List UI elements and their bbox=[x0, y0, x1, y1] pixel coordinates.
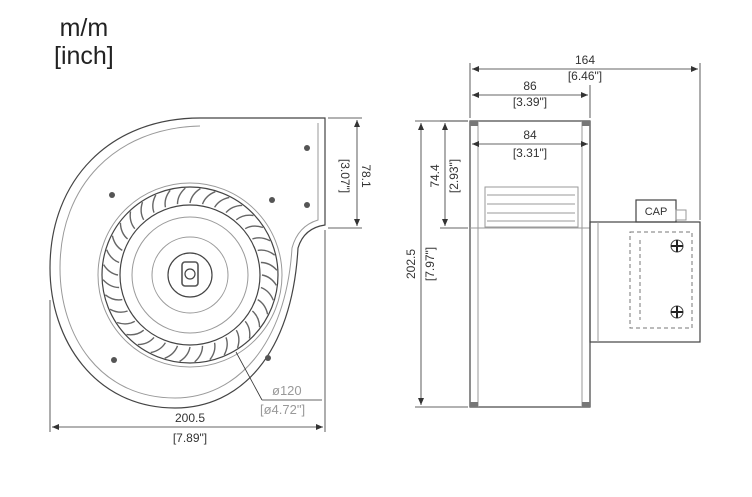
mount-hole bbox=[269, 197, 275, 203]
units-legend: m/m [inch] bbox=[54, 14, 114, 70]
motor-face bbox=[131, 216, 249, 334]
outlet-hole bbox=[304, 202, 310, 208]
impeller-blade bbox=[251, 310, 261, 328]
unit-metric: m/m bbox=[59, 14, 109, 42]
motor-hub-ring bbox=[151, 236, 229, 314]
impeller-blade bbox=[126, 329, 145, 336]
mounting-plate bbox=[97, 182, 283, 368]
capacitor-label: CAP bbox=[645, 206, 668, 218]
front-view: 200.5 [7.89"] 78.1 [3.07"] ø120 [ø4.72"] bbox=[49, 117, 373, 445]
terminal-top bbox=[670, 239, 684, 253]
inlet-grille bbox=[484, 186, 579, 228]
dim-outlet-height-inch: [3.07"] bbox=[338, 159, 352, 193]
impeller-blade bbox=[260, 286, 274, 301]
impeller-blade bbox=[140, 201, 145, 221]
impeller-blade bbox=[201, 191, 216, 205]
impeller-blade bbox=[223, 337, 228, 356]
impeller-blade bbox=[150, 342, 167, 354]
motor-body bbox=[589, 221, 701, 343]
dim-outlet-depth-mm: 74.4 bbox=[428, 164, 442, 188]
dim-inlet-width-mm: 84 bbox=[523, 128, 537, 142]
impeller-blade bbox=[109, 308, 128, 313]
dim-height-inch: [7.97"] bbox=[423, 247, 437, 281]
dim-width-inch: [7.89"] bbox=[173, 431, 207, 445]
mount-hole bbox=[109, 192, 115, 198]
impeller-blade bbox=[103, 264, 119, 276]
impeller-blade bbox=[244, 320, 251, 339]
impeller-blade bbox=[213, 196, 230, 208]
impeller-blade bbox=[209, 342, 216, 361]
impeller-blade bbox=[260, 261, 278, 271]
impeller-blade bbox=[235, 329, 240, 349]
impeller-blade bbox=[252, 237, 271, 242]
impeller-blade bbox=[116, 320, 136, 325]
unit-imperial: [inch] bbox=[54, 42, 114, 70]
impeller-outer-ring bbox=[101, 186, 279, 364]
impeller-blade bbox=[225, 204, 243, 214]
impeller-blade bbox=[176, 187, 186, 205]
impeller-blade bbox=[257, 249, 276, 256]
outlet-hole bbox=[304, 145, 310, 151]
dim-outlet-depth-inch: [2.93"] bbox=[447, 159, 461, 193]
mount-hole bbox=[265, 355, 271, 361]
scroll-inner-line bbox=[59, 123, 319, 399]
shaft bbox=[184, 268, 196, 280]
impeller-blade bbox=[194, 345, 204, 363]
impeller-blade bbox=[235, 214, 254, 221]
impeller-blade bbox=[189, 188, 201, 204]
dim-housing-width-mm: 86 bbox=[523, 79, 537, 93]
dim-height-mm: 202.5 bbox=[404, 249, 418, 279]
impeller-blade bbox=[102, 279, 120, 289]
dim-total-width-inch: [6.46"] bbox=[568, 69, 602, 83]
impeller-blade bbox=[137, 336, 155, 346]
impeller-blade bbox=[152, 194, 157, 213]
dim-outlet-height-mm: 78.1 bbox=[359, 164, 373, 188]
dim-inlet-width-inch: [3.31"] bbox=[513, 146, 547, 160]
terminal-bottom bbox=[670, 305, 684, 319]
impeller-blade bbox=[257, 298, 269, 315]
impeller-blade bbox=[164, 189, 171, 208]
impeller-blade bbox=[129, 211, 136, 230]
side-housing bbox=[469, 120, 591, 408]
motor-hub bbox=[167, 252, 213, 298]
motor-end-cap bbox=[629, 231, 693, 329]
dim-housing-width-inch: [3.39"] bbox=[513, 95, 547, 109]
dim-width-mm: 200.5 bbox=[175, 411, 205, 425]
scroll-housing bbox=[49, 117, 326, 409]
impeller-blades bbox=[102, 187, 278, 363]
impeller-blade bbox=[261, 274, 277, 286]
shaft-slot bbox=[181, 261, 199, 287]
impeller-blade bbox=[104, 294, 123, 301]
dim-total-width-mm: 164 bbox=[575, 53, 595, 67]
impeller-blade bbox=[106, 249, 120, 264]
impeller-blade bbox=[179, 346, 191, 362]
impeller-inner-ring bbox=[119, 204, 261, 346]
side-view: CAP 164 [6.46"] 86 [3.39"] 84 [3.31"] 74… bbox=[404, 53, 701, 408]
impeller-blade bbox=[164, 345, 179, 359]
dim-impeller-diameter-mm: ø120 bbox=[272, 383, 302, 398]
dim-impeller-diameter-inch: [ø4.72"] bbox=[260, 402, 305, 417]
impeller-blade bbox=[244, 225, 264, 230]
impeller-blade bbox=[119, 222, 129, 240]
impeller-blade bbox=[111, 235, 123, 252]
mount-hole bbox=[111, 357, 117, 363]
